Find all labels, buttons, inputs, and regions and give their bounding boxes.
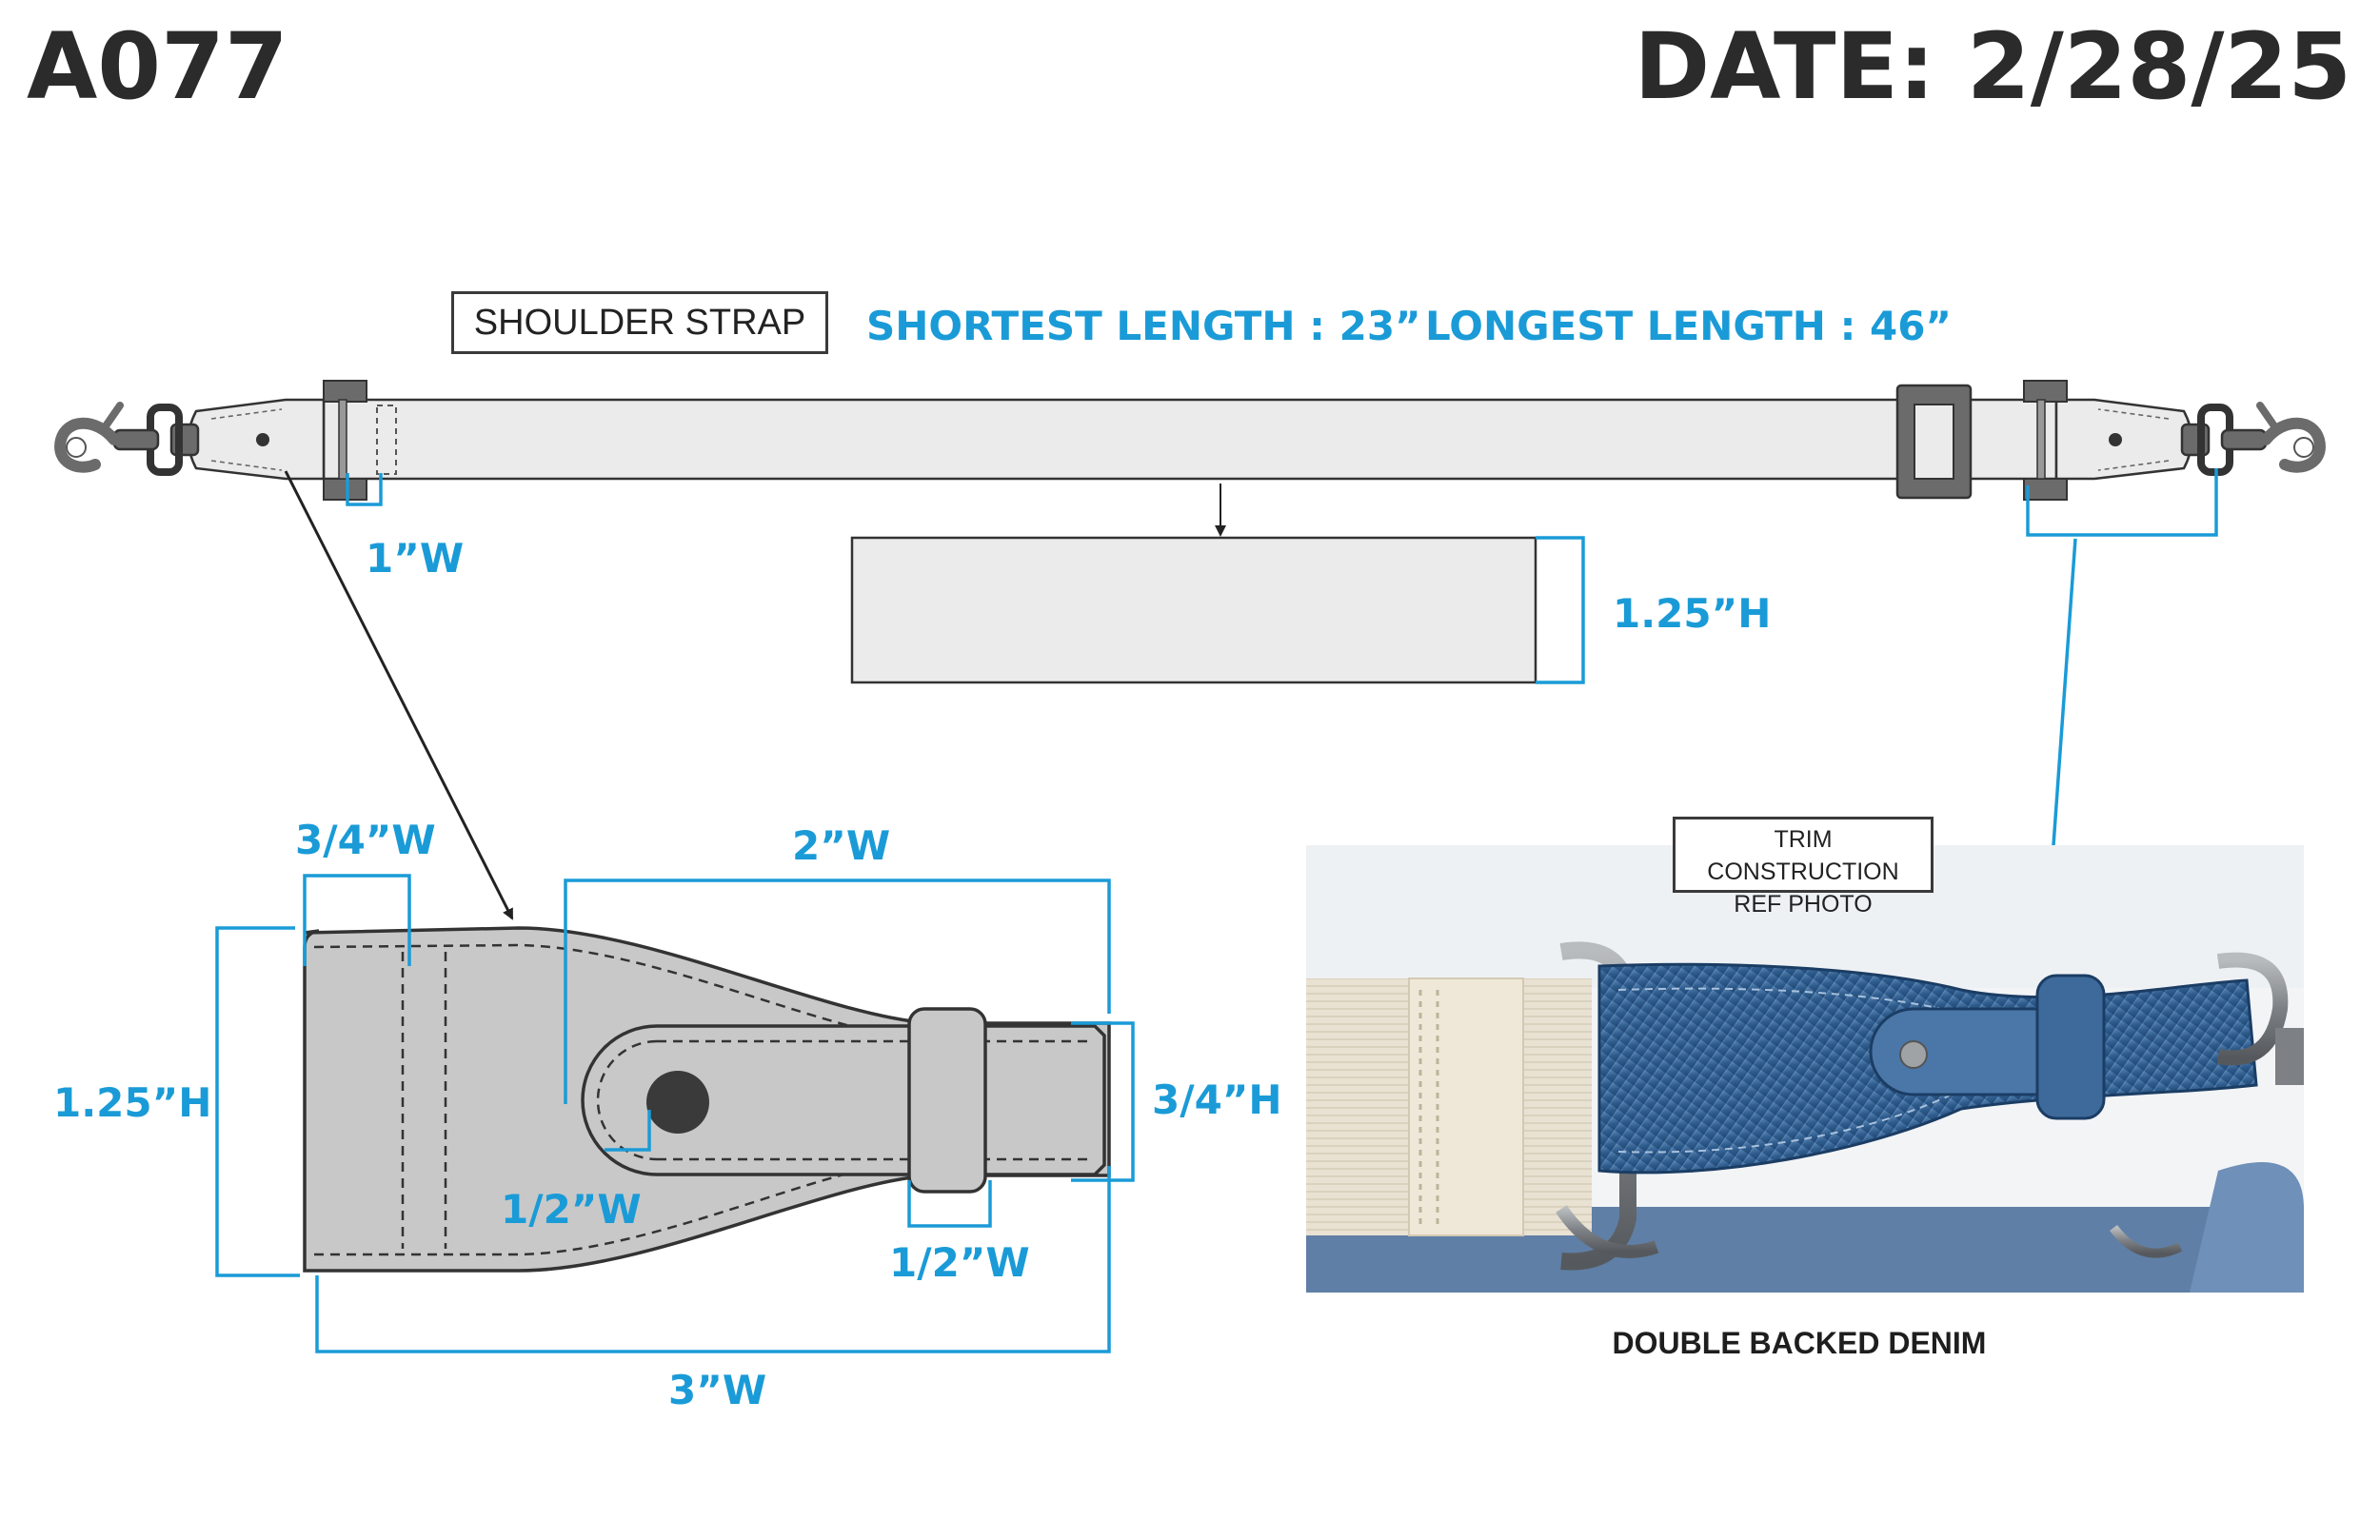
style-code: A077: [27, 13, 288, 120]
longest-length-label: LONGEST LENGTH : 46”: [1425, 303, 1953, 349]
shoulder-strap-label: SHOULDER STRAP: [451, 291, 828, 354]
strap-height-label: 1.25”H: [1613, 590, 1772, 637]
strap-cross-section: [850, 484, 1585, 684]
tab-top-width-b-label: 2”W: [792, 822, 891, 869]
tab-loop-width-label: 1/2”W: [501, 1186, 642, 1233]
tab-keeper-width-label: 1/2”W: [889, 1239, 1030, 1286]
left-keeper-top: [323, 380, 367, 403]
photo-caption: DOUBLE BACKED DENIM: [1612, 1326, 1987, 1360]
right-end-bracket: [2026, 468, 2218, 537]
tab-top-width-a-label: 3/4”W: [295, 817, 436, 863]
shortest-length-label: SHORTEST LENGTH : 23”: [866, 303, 1421, 349]
strap-height-bracket: [1536, 536, 1585, 684]
tab-right-height-label: 3/4”H: [1152, 1076, 1282, 1123]
ref-label-line2: REF PHOTO: [1734, 891, 1873, 918]
slider-buckle-icon: [1895, 384, 1973, 500]
end-width-label: 1”W: [366, 535, 465, 582]
ref-label-line1: TRIM CONSTRUCTION: [1707, 826, 1899, 885]
shoulder-strap-drawing: [54, 380, 2326, 537]
detail-pointer-arrow: [284, 470, 514, 920]
trim-construction-label: TRIM CONSTRUCTION REF PHOTO: [1673, 817, 1934, 918]
tab-detail-drawing: [215, 874, 1135, 1353]
left-rivet: [256, 433, 269, 446]
right-rivet: [2109, 433, 2122, 446]
right-keeper-bottom: [2023, 478, 2068, 501]
end-width-bracket: [346, 473, 383, 506]
tab-total-width-label: 3”W: [668, 1367, 767, 1413]
left-keeper-bottom: [323, 478, 367, 501]
tab-keeper: [907, 1007, 987, 1194]
tab-dimension-lines: [215, 874, 1135, 1353]
tab-left-height-label: 1.25”H: [53, 1079, 212, 1126]
strap-body: [322, 398, 2058, 481]
date-label: DATE: 2/28/25: [1634, 13, 2351, 120]
right-keeper-top: [2023, 380, 2068, 403]
trim-reference-photo: [1306, 845, 2304, 1293]
tab-rivet-icon: [646, 1071, 709, 1134]
left-snap-hook-icon: [54, 402, 200, 476]
right-snap-hook-icon: [2180, 402, 2326, 476]
